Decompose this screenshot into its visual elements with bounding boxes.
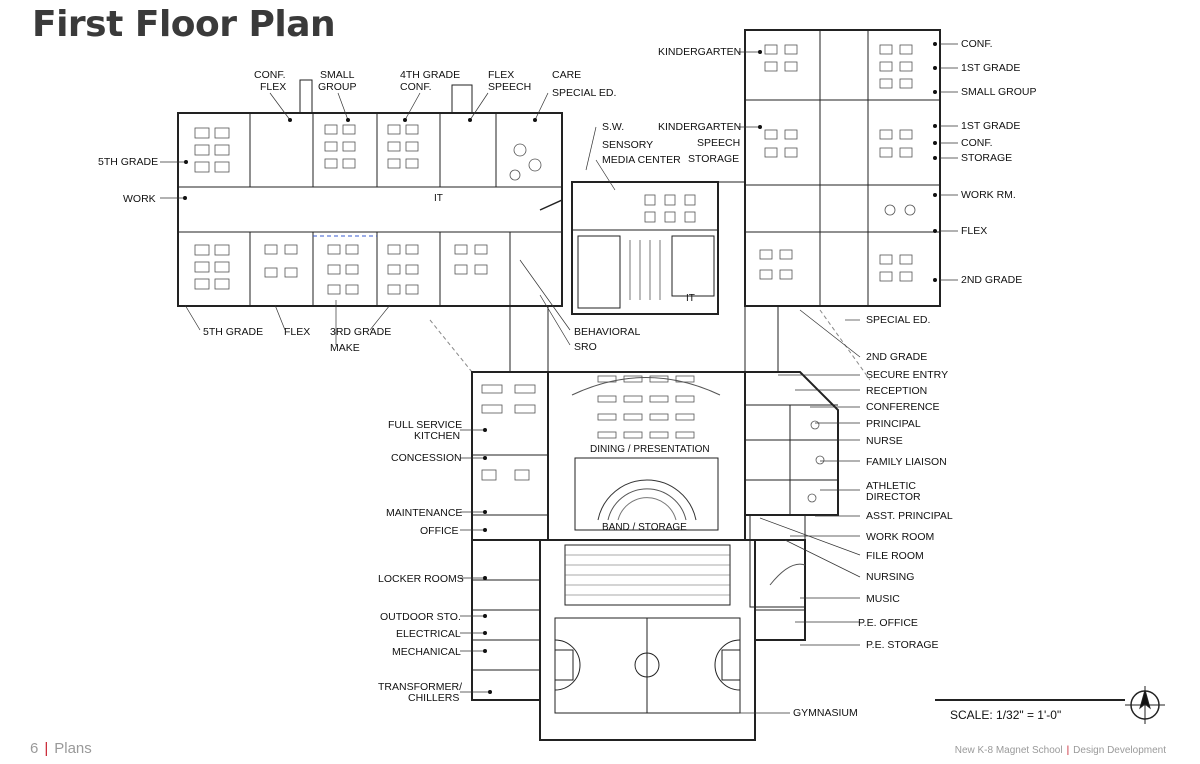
label-reception: RECEPTION: [866, 385, 928, 397]
label-pe-storage: P.E. STORAGE: [866, 639, 939, 651]
label-work-room: WORK ROOM: [866, 531, 935, 543]
label-nurse: NURSE: [866, 435, 903, 447]
label-sw: S.W.: [602, 121, 625, 133]
footer-left: 6 | Plans: [30, 740, 92, 757]
label-care: CARE: [552, 69, 582, 81]
label-file-room: FILE ROOM: [866, 550, 924, 562]
label-storage-right: STORAGE: [961, 152, 1013, 164]
label-5th-grade-top: 5TH GRADE: [98, 156, 159, 168]
label-conf-right: CONF.: [961, 38, 993, 50]
label-asst-principal: ASST. PRINCIPAL: [866, 510, 953, 522]
label-conference: CONFERENCE: [866, 401, 940, 413]
dining-band: [547, 371, 746, 541]
label-kitchen: KITCHEN: [414, 430, 461, 442]
label-small-group-2: GROUP: [318, 81, 357, 93]
label-flex-1: FLEX: [260, 81, 287, 93]
label-family-liaison: FAMILY LIAISON: [866, 456, 947, 468]
label-kindergarten-mid: KINDERGARTEN: [658, 121, 742, 133]
label-behavioral: BEHAVIORAL: [574, 326, 641, 338]
music-pe-block: [754, 539, 806, 641]
leader-lines: [160, 43, 958, 714]
label-small-group-right: SMALL GROUP: [961, 86, 1037, 98]
label-work-rm: WORK RM.: [961, 189, 1016, 201]
label-work: WORK: [123, 193, 156, 205]
label-chillers: CHILLERS: [408, 692, 460, 704]
room-label-it-left: IT: [434, 193, 443, 204]
label-small-group-1: SMALL: [320, 69, 355, 81]
kitchen-block: [471, 371, 549, 541]
footer-divider: |: [44, 740, 49, 757]
label-kindergarten-top: KINDERGARTEN: [658, 46, 742, 58]
label-gymnasium: GYMNASIUM: [793, 707, 858, 719]
page-title: First Floor Plan: [32, 4, 336, 45]
label-music: MUSIC: [866, 593, 900, 605]
label-speech-1: SPEECH: [488, 81, 532, 93]
label-flex-bottom: FLEX: [284, 326, 311, 338]
label-transformer: TRANSFORMER/: [378, 681, 462, 693]
label-make: MAKE: [330, 342, 360, 354]
label-secure-entry: SECURE ENTRY: [866, 369, 949, 381]
label-mechanical: MECHANICAL: [392, 646, 461, 658]
label-conf-right-2: CONF.: [961, 137, 993, 149]
label-full-service: FULL SERVICE: [388, 419, 463, 431]
label-sensory: SENSORY: [602, 139, 654, 151]
label-pe-office: P.E. OFFICE: [858, 617, 918, 629]
room-label-band: BAND / STORAGE: [602, 522, 687, 533]
label-electrical: ELECTRICAL: [396, 628, 461, 640]
label-nursing: NURSING: [866, 571, 915, 583]
label-outdoor-sto: OUTDOOR STO.: [380, 611, 461, 623]
label-sro: SRO: [574, 341, 597, 353]
label-flex-2: FLEX: [488, 69, 515, 81]
label-2nd-grade-2: 2ND GRADE: [866, 351, 928, 363]
left-wing: [177, 79, 563, 307]
label-media-center: MEDIA CENTER: [602, 154, 681, 166]
label-concession: CONCESSION: [391, 452, 462, 464]
label-3rd-grade: 3RD GRADE: [330, 326, 392, 338]
label-4th-grade: 4TH GRADE: [400, 69, 461, 81]
room-label-dining: DINING / PRESENTATION: [590, 444, 710, 455]
label-athletic: ATHLETIC: [866, 480, 916, 492]
media-center: [571, 181, 719, 315]
label-1st-grade-2: 1ST GRADE: [961, 120, 1021, 132]
project-name: New K-8 Magnet School: [954, 745, 1063, 756]
label-4th-conf: CONF.: [400, 81, 432, 93]
label-director: DIRECTOR: [866, 491, 921, 503]
label-locker-rooms: LOCKER ROOMS: [378, 573, 464, 585]
section-name: Plans: [54, 740, 92, 757]
north-arrow-icon: [1125, 686, 1165, 724]
label-speech-2: SPEECH: [697, 137, 741, 149]
gymnasium-block: [539, 539, 756, 741]
footer-right: New K-8 Magnet School|Design Development: [955, 745, 1166, 756]
label-storage-mid: STORAGE: [688, 153, 740, 165]
room-label-it-center: IT: [686, 293, 695, 304]
scale-text: SCALE: 1/32" = 1'-0": [950, 708, 1062, 722]
label-maintenance: MAINTENANCE: [386, 507, 463, 519]
service-block: [471, 539, 541, 701]
label-office: OFFICE: [420, 525, 459, 537]
label-special-ed-top: SPECIAL ED.: [552, 87, 617, 99]
label-1st-grade-1: 1ST GRADE: [961, 62, 1021, 74]
label-2nd-grade-right: 2ND GRADE: [961, 274, 1023, 286]
project-phase: Design Development: [1073, 745, 1166, 756]
footer-divider-right: |: [1066, 745, 1070, 756]
page-number: 6: [30, 740, 39, 757]
label-5th-grade-bottom: 5TH GRADE: [203, 326, 264, 338]
right-wing: [718, 29, 941, 307]
label-flex-right: FLEX: [961, 225, 988, 237]
label-special-ed-right: SPECIAL ED.: [866, 314, 931, 326]
label-conf-1: CONF.: [254, 69, 286, 81]
corridors: [429, 306, 871, 381]
label-principal: PRINCIPAL: [866, 418, 921, 430]
